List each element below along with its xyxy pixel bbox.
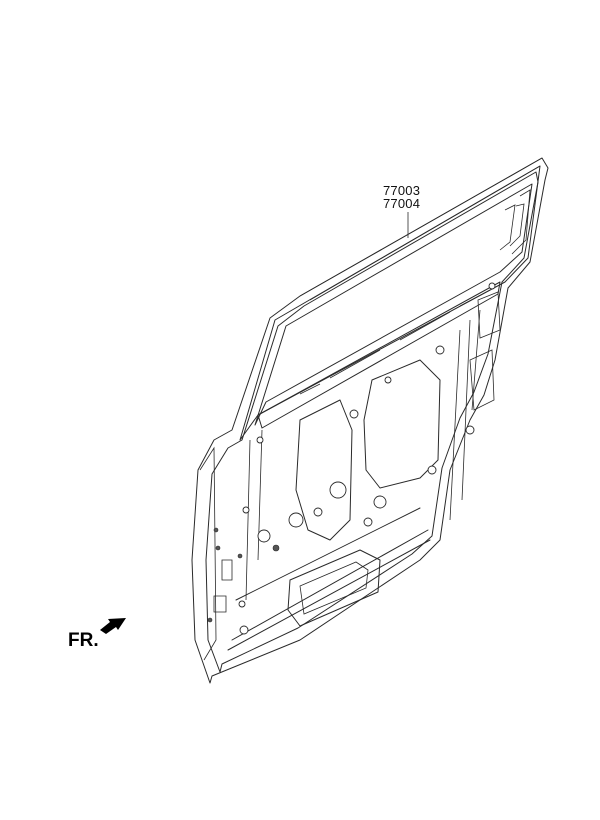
mount-hole (488, 282, 496, 290)
lower-rail (227, 507, 431, 651)
mount-hole (239, 625, 249, 635)
belt-reinforcement-ribs (299, 289, 491, 395)
mount-hole (288, 512, 304, 528)
service-hole-large (363, 359, 441, 489)
bolt-point (213, 527, 219, 533)
mount-hole (256, 436, 264, 444)
mount-hole (257, 529, 271, 543)
mount-hole (363, 517, 373, 527)
hinge-pillar (199, 446, 233, 661)
rear-latch-area (469, 291, 501, 411)
mount-hole (465, 425, 475, 435)
mount-hole (238, 600, 246, 608)
mount-hole (329, 481, 347, 499)
inner-ribs (245, 309, 481, 601)
top-rail (299, 157, 543, 301)
mount-hole (242, 506, 250, 514)
bolt-point (207, 617, 213, 623)
front-direction-arrow-icon (100, 618, 126, 634)
door-outer-outline (191, 157, 549, 684)
door-inner-outline (205, 171, 539, 673)
part-number-primary: 77003 (383, 183, 421, 198)
service-hole-center (295, 399, 353, 541)
mount-hole (427, 465, 437, 475)
rear-frame-detail (499, 189, 531, 255)
part-number-secondary: 77004 (383, 196, 421, 211)
bolt-point (272, 544, 280, 552)
front-direction-label: FR. (68, 630, 99, 651)
window-frame-inner (254, 183, 533, 426)
lower-pocket (287, 549, 381, 627)
mount-hole (373, 495, 387, 509)
mount-hole (435, 345, 445, 355)
mount-hole (349, 409, 359, 419)
mount-hole (313, 507, 323, 517)
mount-hole (384, 376, 392, 384)
bolt-point (215, 545, 221, 551)
bolt-point (237, 553, 243, 559)
